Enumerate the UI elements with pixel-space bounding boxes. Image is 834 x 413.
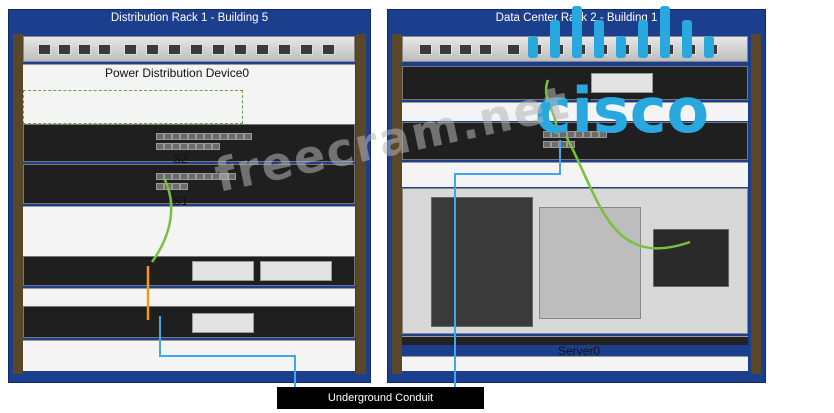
router-r2[interactable] <box>23 306 355 338</box>
pdu-slot[interactable] <box>23 64 355 125</box>
cisco-logo-text: cisco <box>535 74 709 140</box>
cable-r2-conduit <box>159 316 296 388</box>
right-rack-rail-left <box>392 34 402 374</box>
right-rack-rail-right <box>751 34 761 374</box>
empty-slot-bottom-right <box>402 356 748 371</box>
r3-spacer <box>402 102 748 121</box>
cable-conduit-right-switch <box>454 140 561 388</box>
router-r1[interactable] <box>23 256 355 286</box>
server-0[interactable] <box>402 188 748 334</box>
cisco-logo-bars <box>528 6 714 58</box>
switch-s1-label: S1 <box>173 194 188 208</box>
left-rack-rail-left <box>13 34 23 374</box>
r1-spacer <box>23 288 355 307</box>
underground-conduit[interactable]: Underground Conduit <box>277 387 484 409</box>
router-r3[interactable] <box>402 66 748 100</box>
switch-s1[interactable] <box>23 164 355 204</box>
server-drive-bay <box>431 197 533 327</box>
left-rack[interactable]: Distribution Rack 1 - Building 5 Power D… <box>8 9 371 383</box>
pdu-dashed-outline <box>23 90 243 124</box>
empty-slot-left <box>23 206 355 257</box>
left-patch-panel[interactable] <box>23 36 355 62</box>
server-divider <box>402 336 748 345</box>
cable-switch-server <box>564 135 691 250</box>
left-rack-title: Distribution Rack 1 - Building 5 <box>110 12 269 24</box>
server-nic-module[interactable] <box>653 229 729 287</box>
cable-s1-r1 <box>150 177 173 263</box>
switch-s2[interactable] <box>23 124 355 162</box>
cisco-logo: cisco <box>528 6 714 140</box>
cable-r3-switch <box>544 79 558 135</box>
server-0-label: Server0 <box>558 344 601 358</box>
switch-s2-label: S2 <box>173 152 188 166</box>
pdu-label: Power Distribution Device0 <box>105 66 250 80</box>
server-chassis-panel <box>539 207 641 319</box>
left-rack-rail-right <box>356 34 366 374</box>
